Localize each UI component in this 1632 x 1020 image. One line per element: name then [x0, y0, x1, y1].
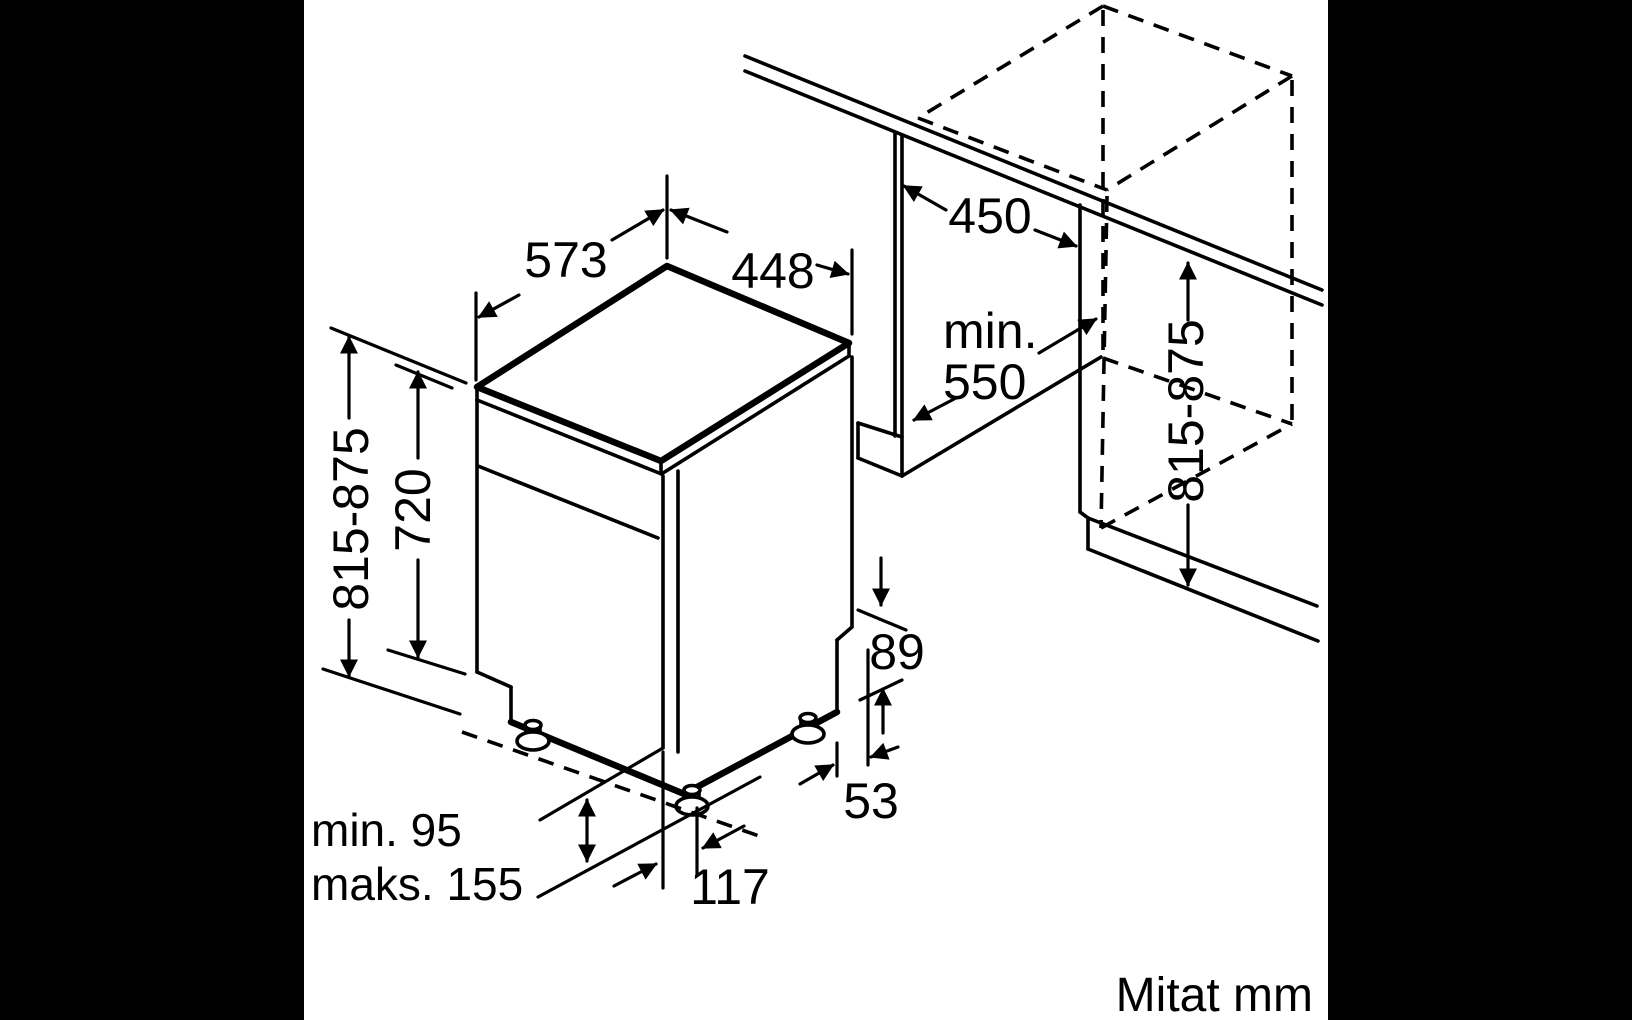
dim-label-plinth-min: min. 95	[311, 804, 462, 856]
dim-rear-notch: 89	[856, 556, 925, 735]
dim-label-rear-notch: 89	[869, 624, 925, 680]
dishwasher-body	[473, 262, 854, 800]
dim-label-plinth-max: maks. 155	[311, 858, 523, 910]
dim-overall-height: 815-875	[323, 335, 379, 678]
foot-right	[790, 711, 826, 745]
dim-label-top-depth: 573	[524, 232, 607, 288]
dim-top-depth: 573	[474, 174, 669, 382]
right-cabinet-panel	[1078, 203, 1320, 643]
dim-rear-foot-offset: 53	[798, 648, 900, 829]
dim-label-niche-height: 815-875	[1158, 319, 1214, 503]
dim-label-front-foot-offset: 117	[690, 859, 770, 915]
dim-front-foot-offset: 117	[612, 750, 770, 915]
niche-dashed-box	[917, 4, 1294, 530]
dim-niche-height: 815-875	[1158, 261, 1214, 587]
units-note: Mitat mm	[1116, 969, 1313, 1020]
control-panel-line	[476, 464, 660, 540]
foot-left	[515, 718, 551, 752]
left-cabinet-panel	[856, 131, 1103, 478]
dim-label-niche-depth-prefix: min.	[943, 303, 1037, 359]
dim-label-overall-height: 815-875	[323, 427, 379, 611]
dim-top-width: 448	[669, 207, 854, 336]
dim-niche-width: 450	[902, 184, 1078, 249]
dim-niche-depth: min. 550	[912, 303, 1098, 422]
dim-label-rear-foot-offset: 53	[843, 773, 899, 829]
niche-floor-line	[900, 355, 1103, 478]
dim-label-niche-width: 450	[948, 188, 1031, 244]
countertop-lines	[743, 54, 1324, 307]
dim-label-niche-depth-value: 550	[943, 354, 1026, 410]
dim-door-height: 720	[385, 363, 467, 676]
dim-label-top-width: 448	[731, 243, 814, 299]
drawing-area	[304, 0, 1328, 1020]
dim-label-door-height: 720	[385, 468, 441, 551]
dim-plinth-clearance: min. 95 maks. 155	[311, 798, 596, 910]
